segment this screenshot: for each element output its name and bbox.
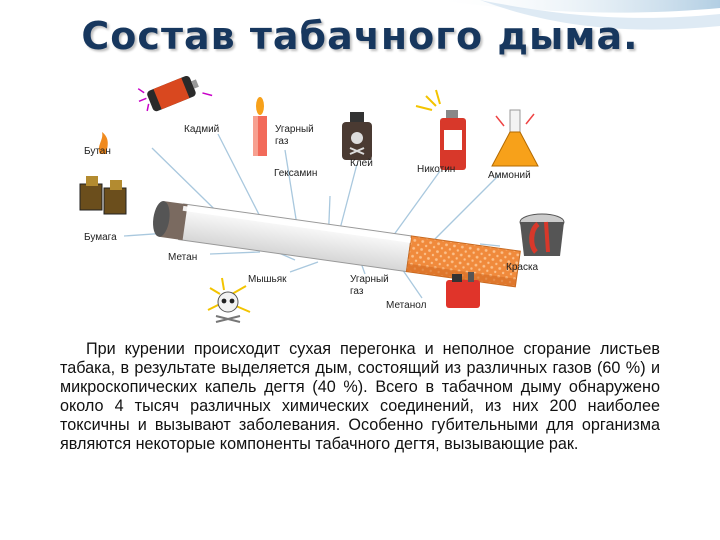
label-glue: Клей: [350, 158, 373, 169]
cigarette: [153, 201, 521, 288]
label-nicotine: Никотин: [417, 164, 456, 175]
label-butane: Бутан: [84, 146, 111, 157]
label-co-top-1: Угарный: [275, 124, 314, 135]
smoke-composition-diagram: Кадмий Угарный газ Клей Никотин Аммоний …: [60, 65, 660, 338]
label-arsenic: Мышьяк: [248, 274, 287, 285]
diagram-graphics: [79, 65, 565, 323]
label-paint: Краска: [506, 262, 539, 273]
label-co-top-2: газ: [275, 136, 289, 147]
flask-icon: [491, 109, 539, 167]
label-cadmium: Кадмий: [184, 124, 220, 135]
label-methane: Метан: [168, 252, 198, 263]
description-paragraph: При курении происходит сухая перегонка и…: [60, 340, 660, 453]
label-paper: Бумага: [84, 232, 117, 243]
spray-can-icon: [415, 89, 466, 170]
label-co-bottom-2: газ: [350, 286, 364, 297]
battery-icon: [137, 65, 213, 112]
lighter-icon: [79, 132, 127, 215]
label-ammonia: Аммоний: [488, 170, 531, 181]
paint-bucket-icon: [519, 213, 565, 256]
page-title: Состав табачного дыма.: [81, 14, 639, 58]
label-hexamine: Гексамин: [274, 168, 318, 179]
label-co-bottom-1: Угарный: [350, 274, 389, 285]
skull-icon: [207, 277, 251, 323]
label-methanol: Метанол: [386, 300, 427, 311]
poison-bottle-icon: [342, 112, 372, 160]
fuel-canister-icon: [446, 272, 480, 308]
candle-icon: [253, 97, 267, 156]
